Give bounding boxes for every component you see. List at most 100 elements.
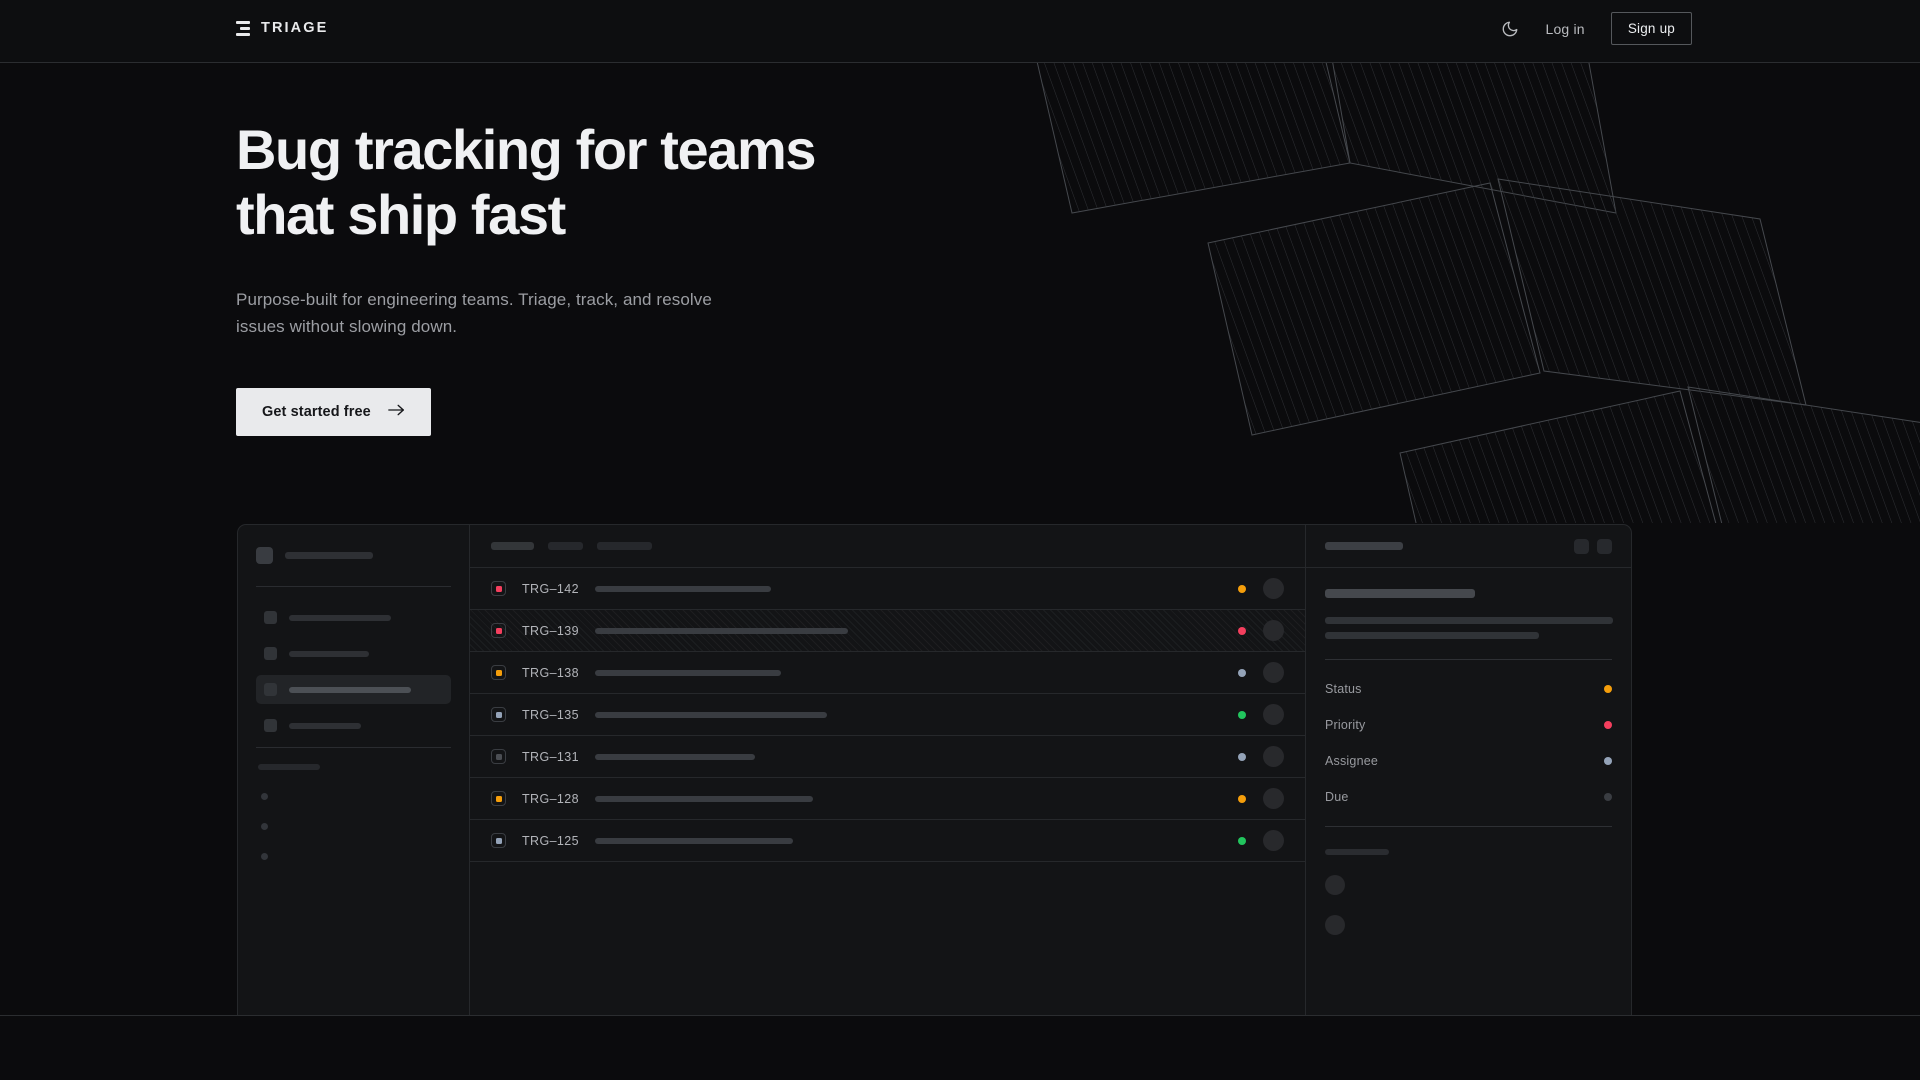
toolbar-pill[interactable] xyxy=(491,542,534,550)
table-row[interactable]: TRG–142 xyxy=(470,568,1305,610)
detail-field[interactable]: Assignee xyxy=(1325,754,1612,768)
issue-title-placeholder xyxy=(595,669,781,676)
top-navigation-bar: TRIAGE Log in Sign up xyxy=(0,0,1920,63)
table-row[interactable]: TRG–125 xyxy=(470,820,1305,862)
priority-chip[interactable] xyxy=(491,581,506,596)
table-row[interactable]: TRG–131 xyxy=(470,736,1305,778)
signup-button[interactable]: Sign up xyxy=(1610,12,1692,45)
row-meta xyxy=(1238,578,1284,599)
moon-icon[interactable] xyxy=(1501,20,1519,38)
avatar xyxy=(1325,875,1345,895)
sidebar-item-icon xyxy=(264,683,277,696)
stack-bars-icon xyxy=(236,20,250,36)
sidebar-item-icon xyxy=(264,719,277,732)
arrow-right-icon xyxy=(387,403,405,421)
status-dot xyxy=(1238,668,1246,677)
headline-line-1: Bug tracking for teams xyxy=(236,118,817,181)
status-dot xyxy=(1238,836,1246,845)
priority-chip[interactable] xyxy=(491,749,506,764)
avatar xyxy=(1263,578,1284,599)
page-bottom-divider xyxy=(0,1015,1920,1016)
decorative-hatched-panels xyxy=(1020,63,1920,523)
activity-item xyxy=(1325,915,1612,935)
sidebar-nav-item[interactable] xyxy=(256,711,451,740)
row-meta xyxy=(1238,704,1284,725)
issue-title-placeholder xyxy=(595,711,827,718)
sidebar-project-list xyxy=(256,793,451,860)
table-row[interactable]: TRG–138 xyxy=(470,652,1305,694)
row-meta xyxy=(1238,746,1284,767)
row-meta xyxy=(1238,788,1284,809)
detail-field-label: Assignee xyxy=(1325,754,1379,768)
issue-list-toolbar xyxy=(470,525,1305,568)
hero-subheadline: Purpose-built for engineering teams. Tri… xyxy=(236,289,712,337)
detail-action-button[interactable] xyxy=(1574,538,1589,554)
issue-id: TRG–131 xyxy=(522,749,579,764)
activity-label-placeholder xyxy=(1325,849,1389,855)
detail-divider xyxy=(1325,659,1612,660)
detail-field-value-dot xyxy=(1604,685,1612,693)
detail-issue-title-placeholder xyxy=(1325,589,1475,598)
detail-action-button[interactable] xyxy=(1597,538,1612,554)
cta-label: Get started free xyxy=(262,403,371,420)
avatar xyxy=(1325,915,1345,935)
status-dot xyxy=(1238,710,1246,719)
table-row[interactable]: TRG–139 xyxy=(470,610,1305,652)
priority-chip[interactable] xyxy=(491,665,506,680)
sidebar-nav-item[interactable] xyxy=(256,675,451,704)
detail-field[interactable]: Due xyxy=(1325,790,1612,804)
sidebar-nav-item[interactable] xyxy=(256,639,451,668)
sidebar-project-dot[interactable] xyxy=(261,853,268,860)
priority-chip[interactable] xyxy=(491,707,506,722)
status-dot xyxy=(1238,584,1246,593)
sidebar-section-label-placeholder xyxy=(258,764,320,770)
sidebar-project-dot[interactable] xyxy=(261,823,268,830)
avatar xyxy=(1263,746,1284,767)
workspace-switcher[interactable] xyxy=(256,547,451,564)
login-link[interactable]: Log in xyxy=(1545,20,1585,37)
priority-chip[interactable] xyxy=(491,623,506,638)
priority-chip[interactable] xyxy=(491,833,506,848)
sidebar-item-label-placeholder xyxy=(289,614,391,621)
toolbar-pill[interactable] xyxy=(548,542,583,550)
brand-logo[interactable]: TRIAGE xyxy=(236,20,328,36)
detail-field[interactable]: Status xyxy=(1325,682,1612,696)
avatar xyxy=(1263,788,1284,809)
sidebar-divider xyxy=(256,586,451,587)
issue-title-placeholder xyxy=(595,837,793,844)
table-row[interactable]: TRG–135 xyxy=(470,694,1305,736)
table-row[interactable]: TRG–128 xyxy=(470,778,1305,820)
workspace-name-placeholder xyxy=(285,552,373,559)
sidebar-item-label-placeholder xyxy=(289,686,411,693)
status-dot xyxy=(1238,626,1246,635)
mockup-sidebar xyxy=(238,525,470,1016)
detail-field-value-dot xyxy=(1604,721,1612,729)
detail-field-label: Status xyxy=(1325,682,1362,696)
sidebar-nav-list xyxy=(256,603,451,740)
priority-chip[interactable] xyxy=(491,791,506,806)
detail-title-placeholder xyxy=(1325,542,1403,550)
avatar xyxy=(1263,830,1284,851)
detail-field-value-dot xyxy=(1604,793,1612,801)
status-dot xyxy=(1238,794,1246,803)
row-meta xyxy=(1238,662,1284,683)
headline-line-2: that ship fast xyxy=(236,182,566,246)
workspace-avatar xyxy=(256,547,273,564)
sidebar-nav-item[interactable] xyxy=(256,603,451,632)
issue-title-placeholder xyxy=(595,795,813,802)
avatar xyxy=(1263,662,1284,683)
toolbar-pill[interactable] xyxy=(597,542,652,550)
detail-field-label: Priority xyxy=(1325,718,1366,732)
sidebar-item-icon xyxy=(264,647,277,660)
status-dot xyxy=(1238,752,1246,761)
get-started-button[interactable]: Get started free xyxy=(236,387,431,436)
detail-field[interactable]: Priority xyxy=(1325,718,1612,732)
sidebar-project-dot[interactable] xyxy=(261,793,268,800)
